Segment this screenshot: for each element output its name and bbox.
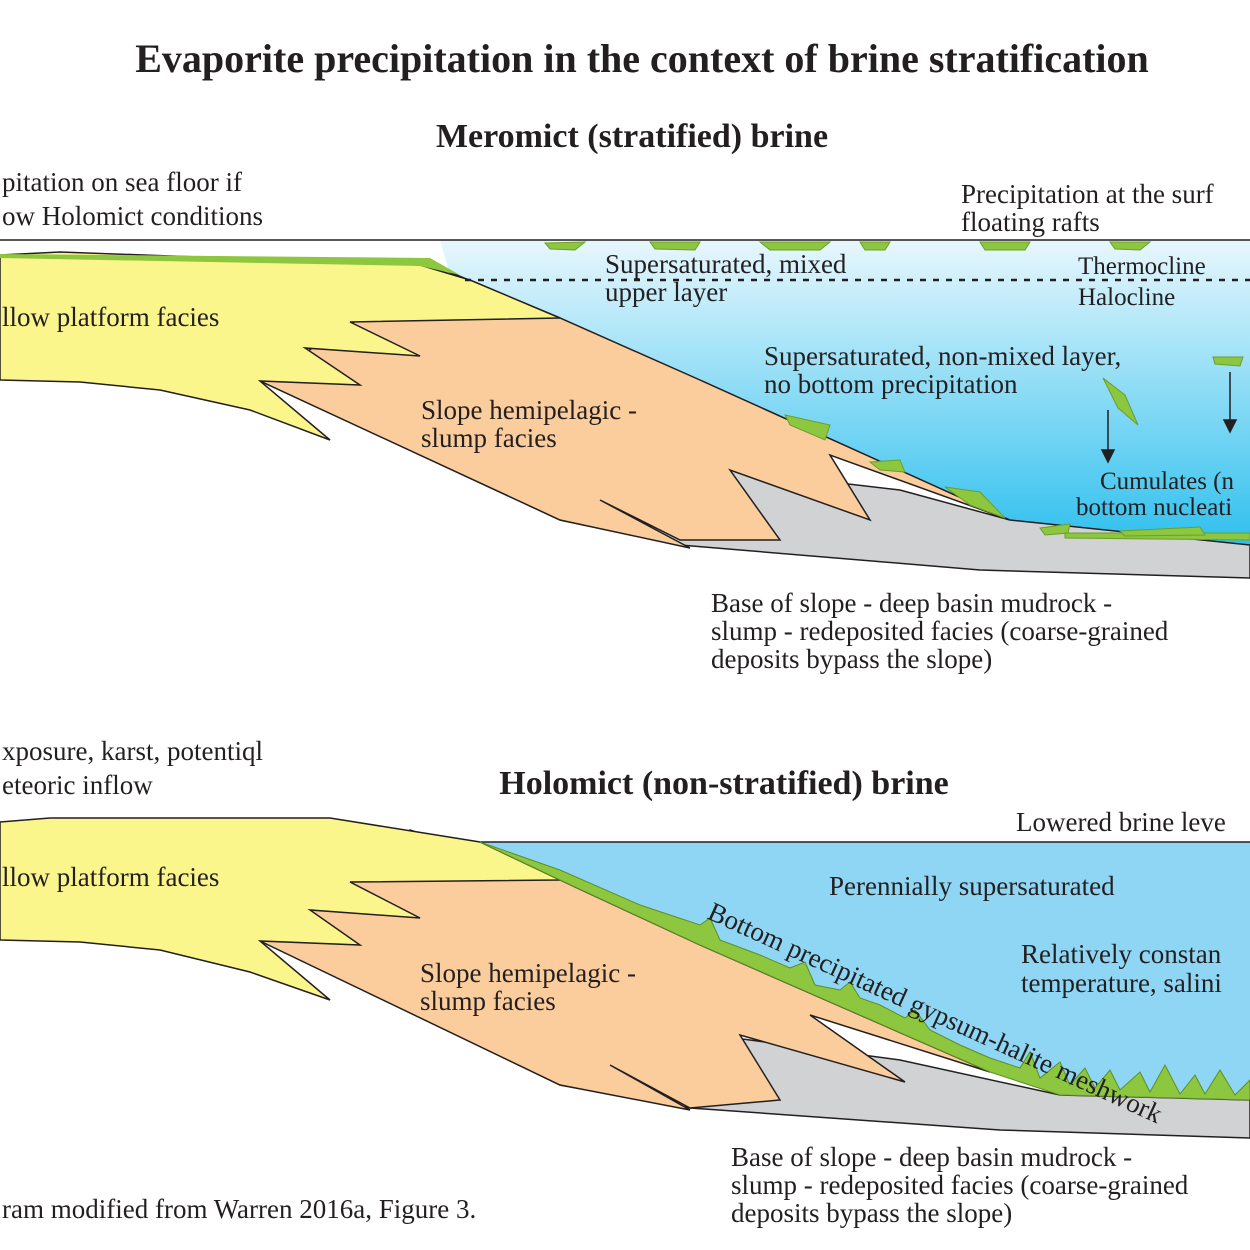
holomict-brine bbox=[480, 842, 1250, 1100]
settling-arrows bbox=[1100, 372, 1238, 464]
meromict-heading: Meromict (stratified) brine bbox=[436, 118, 828, 155]
gypsum-halite-meshwork bbox=[479, 841, 1250, 1101]
floating-rafts bbox=[543, 241, 1152, 251]
meromict-base-label: Base of slope - deep basin mudrock - slu… bbox=[711, 588, 1175, 674]
holomict-heading: Holomict (non-stratified) brine bbox=[499, 765, 949, 802]
halocline-label: Halocline bbox=[1078, 284, 1175, 311]
meromict-platform-facies bbox=[0, 251, 561, 441]
meromict-slope-label: Slope hemipelagic - slump facies bbox=[421, 395, 644, 453]
meromict-platform-label: llow platform facies bbox=[2, 302, 219, 332]
constant-conditions-label: Relatively constan temperature, salini bbox=[1021, 939, 1228, 998]
main-title: Evaporite precipitation in the context o… bbox=[135, 36, 1149, 81]
meromict-upper-layer-label: Supersaturated, mixed upper layer bbox=[605, 249, 853, 307]
thermocline-label: Thermocline bbox=[1078, 253, 1206, 280]
sinking-crystals bbox=[1102, 356, 1244, 426]
holomict-base-label: Base of slope - deep basin mudrock - slu… bbox=[731, 1142, 1195, 1228]
meromict-lower-layer-label: Supersaturated, non-mixed layer, no bott… bbox=[764, 341, 1128, 399]
meromict-surface-note: Precipitation at the surf floating rafts bbox=[961, 179, 1220, 237]
meromict-panel bbox=[0, 239, 1250, 579]
holomict-panel bbox=[0, 817, 1250, 1139]
meromict-platform-evaporite bbox=[0, 254, 460, 275]
figure-caption: ram modified from Warren 2016a, Figure 3… bbox=[2, 1194, 476, 1224]
meromict-slope-facies bbox=[258, 267, 1011, 549]
holomict-slope-label: Slope hemipelagic - slump facies bbox=[420, 958, 643, 1016]
meromict-brine bbox=[440, 240, 1250, 545]
perennial-label: Perennially supersaturated bbox=[829, 871, 1115, 901]
cumulates-label: Cumulates (n bottom nucleati bbox=[1076, 468, 1240, 521]
lowered-brine-level-label: Lowered brine leve bbox=[1016, 807, 1226, 837]
holomict-platform-label: llow platform facies bbox=[2, 862, 219, 892]
meromict-slope-evaporite bbox=[784, 414, 1250, 541]
holomict-platform-facies bbox=[0, 817, 561, 1001]
holomict-exposure-note: xposure, karst, potentiql eteoric inflow bbox=[2, 736, 270, 800]
meromict-floor-note: pitation on sea floor if ow Holomict con… bbox=[2, 167, 263, 231]
